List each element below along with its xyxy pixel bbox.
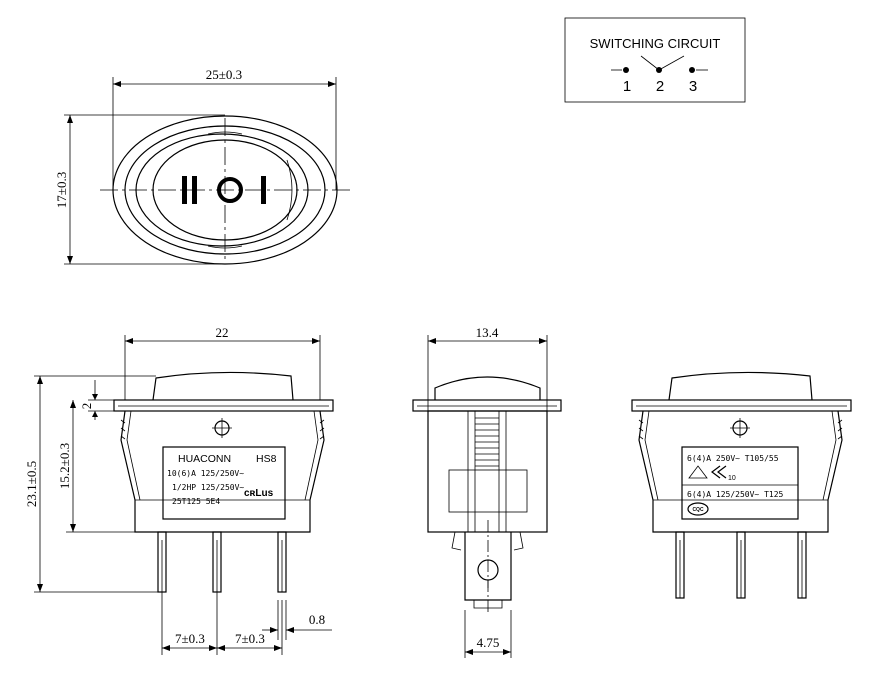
cqc-mark-icon [687, 502, 709, 516]
side-width-dim: 13.4 [476, 325, 499, 340]
switching-circuit-box: SWITCHING CIRCUIT 1 2 3 [564, 17, 746, 103]
terminal-2-label: 2 [656, 78, 664, 95]
body-height-dim: 15.2±0.3 [57, 443, 72, 489]
back-view: 6(4)A 250V~ T105/55 10 6(4)A 125/250V~ T… [631, 371, 852, 599]
label-model: HS8 [256, 453, 277, 465]
label-line3: 25T125 5E4 [172, 497, 220, 506]
contact-arm-right [658, 55, 685, 71]
side-actuator [434, 376, 541, 400]
contact-arm-left [640, 55, 660, 71]
front-width-dim: 22 [216, 325, 229, 340]
side-view: 13.4 [412, 325, 562, 658]
front-body [120, 410, 325, 533]
back-label-line1-suffix: 10 [728, 475, 736, 482]
switching-circuit-title: SWITCHING CIRCUIT [590, 36, 721, 51]
cqc-mark-text: CQC [692, 507, 704, 513]
position-ii-symbol [182, 176, 187, 204]
pin-thickness-dim: 0.8 [309, 612, 325, 627]
position-o-symbol [217, 177, 243, 203]
top-height-dim: 17±0.3 [54, 172, 69, 208]
back-label-plate [681, 446, 799, 520]
front-view: 22 HUACONN HS8 10(6)A 125/250V~ 1/2HP 12… [24, 325, 334, 655]
position-i-symbol [261, 176, 266, 204]
terminal-3-dot [689, 67, 695, 73]
front-flange [113, 399, 334, 412]
front-pins [157, 531, 287, 593]
terminal-1-label: 1 [623, 78, 631, 95]
ul-cert-mark: cʀLus [244, 488, 274, 499]
back-label-line2: 6(4)A 125/250V~ T125 [687, 490, 784, 499]
label-brand: HUACONN [178, 453, 231, 465]
top-width-dim: 25±0.3 [206, 67, 242, 82]
label-line1: 10(6)A 125/250V~ [167, 469, 244, 478]
pitch-right-dim: 7±0.3 [235, 631, 265, 646]
top-view: 25±0.3 17±0.3 [54, 67, 350, 265]
vde-triangle-icon [688, 465, 708, 479]
terminal-3-label: 3 [689, 78, 697, 95]
pin-width-dim: 4.75 [477, 635, 500, 650]
cert-chevron-icon [711, 465, 727, 479]
pitch-left-dim: 7±0.3 [175, 631, 205, 646]
flange-dim: 2 [79, 403, 94, 410]
front-actuator [152, 371, 294, 401]
terminal-1-dot [623, 67, 629, 73]
back-pins [675, 531, 807, 599]
total-height-dim: 23.1±0.5 [24, 461, 39, 507]
front-label-plate [162, 446, 286, 520]
back-actuator [668, 371, 813, 401]
back-label-line1: 6(4)A 250V~ T105/55 [687, 454, 779, 463]
label-line2: 1/2HP 125/250V~ [172, 483, 244, 492]
